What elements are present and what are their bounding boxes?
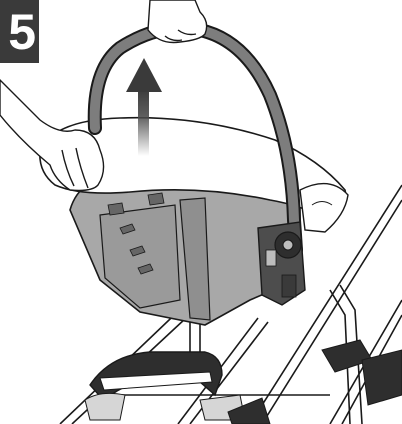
handle-pivot	[258, 222, 305, 305]
hand-top	[148, 0, 207, 43]
